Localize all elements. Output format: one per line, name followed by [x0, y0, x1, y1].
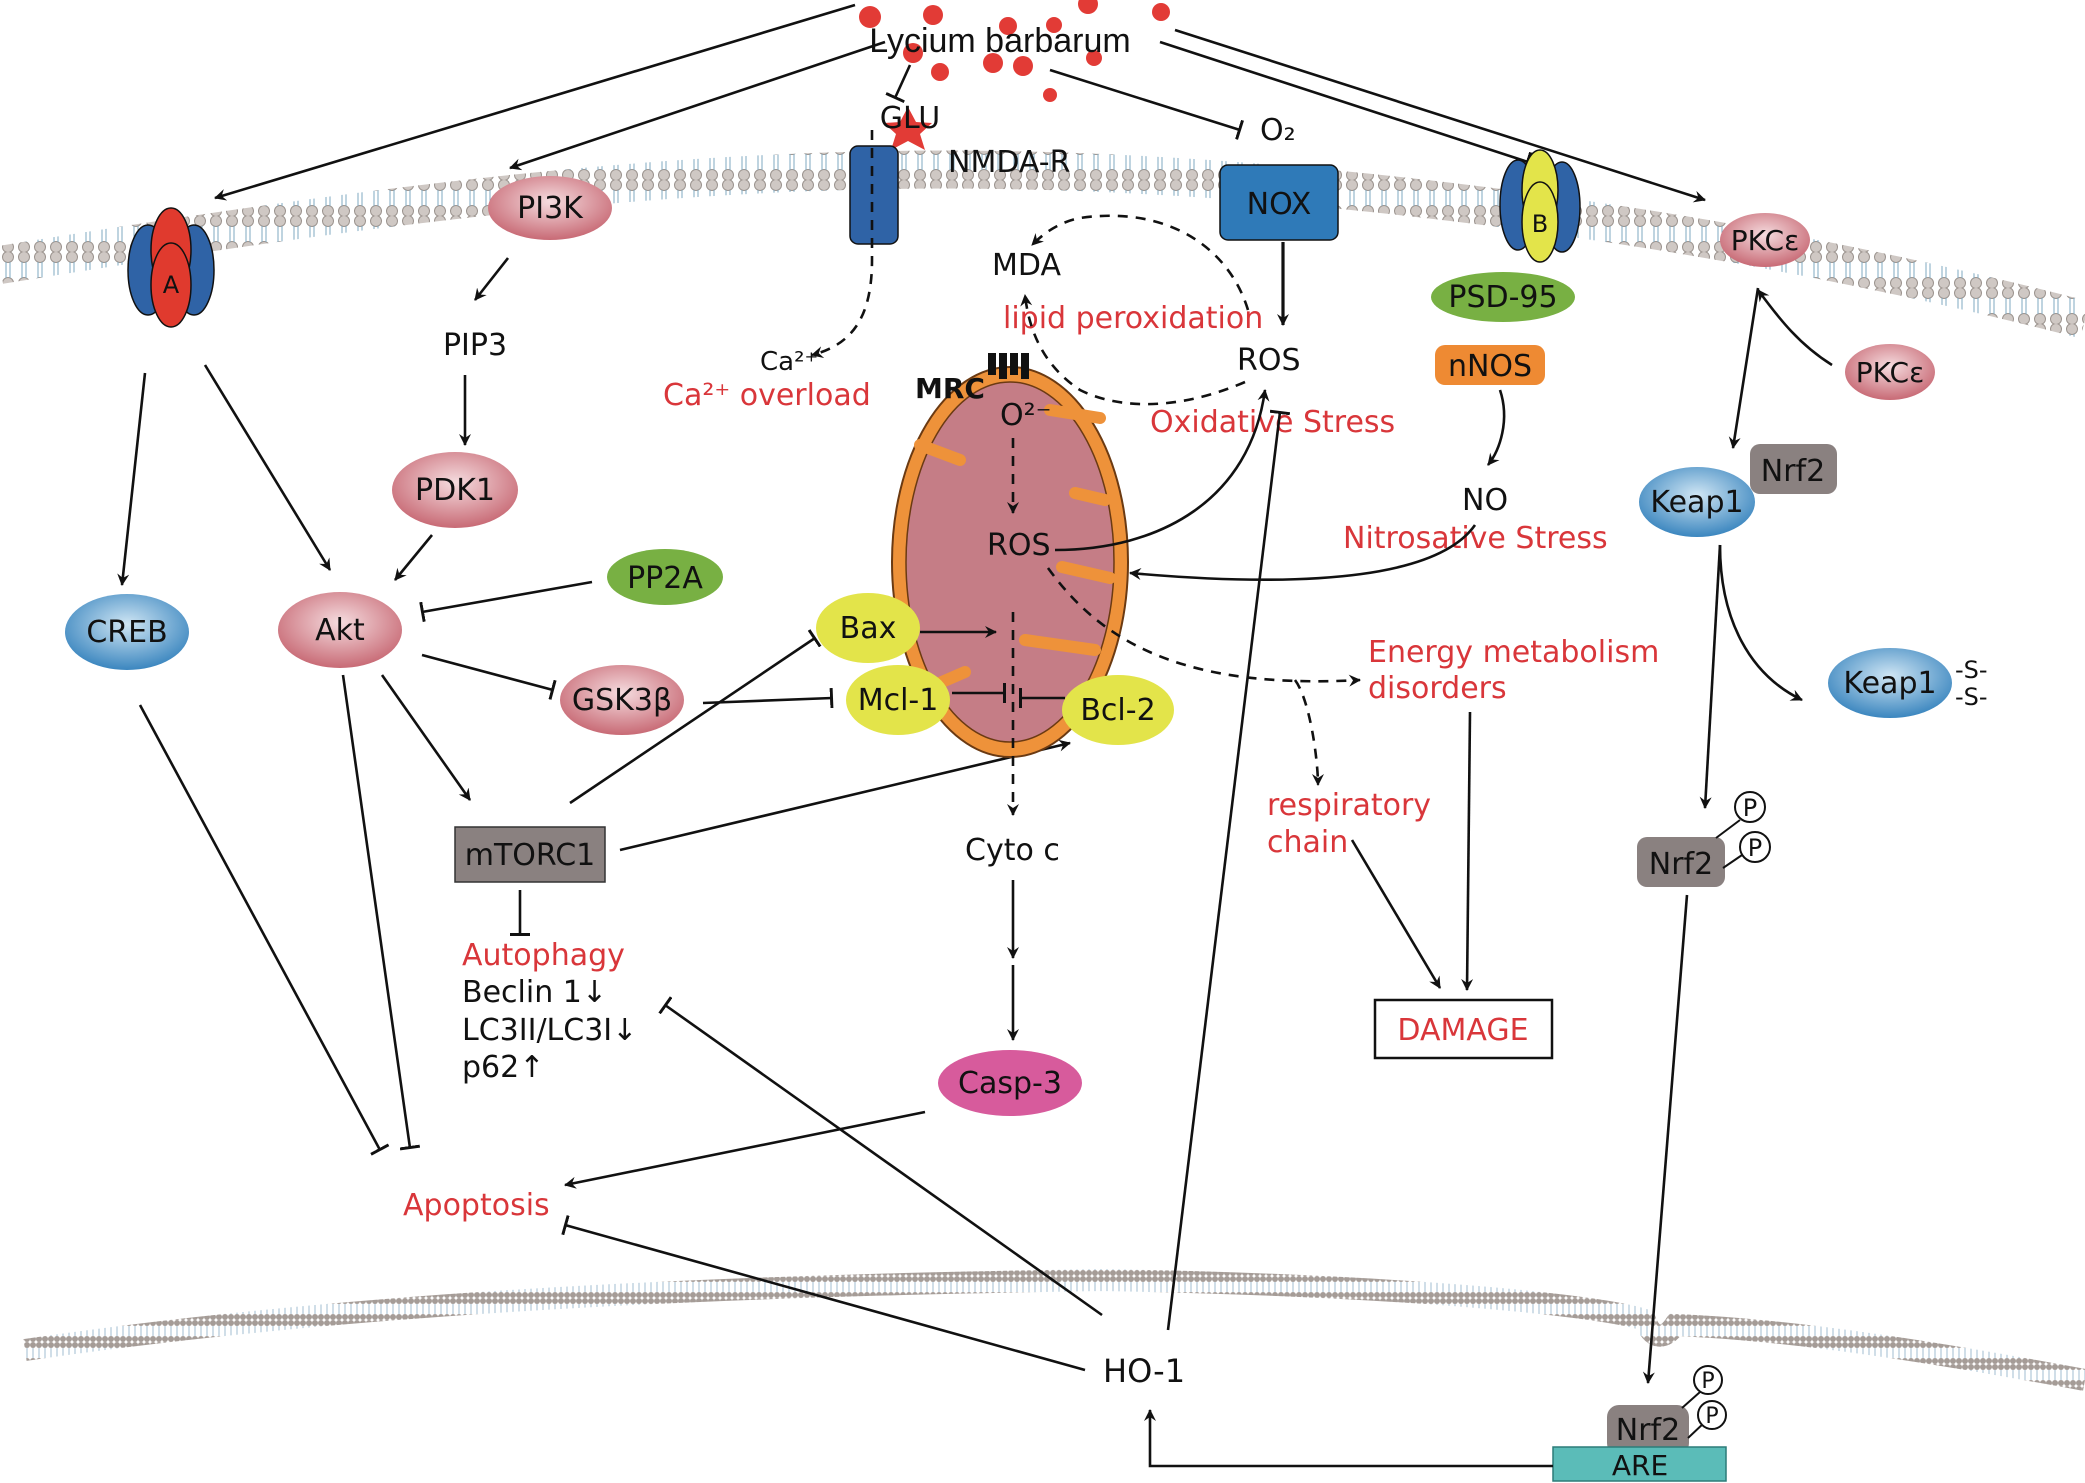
pip3-label: PIP3	[443, 328, 507, 363]
nrf2-bound-box: Nrf2	[1750, 444, 1837, 494]
mda-label: MDA	[992, 248, 1061, 283]
svg-text:CREB: CREB	[86, 615, 167, 650]
akt-node: Akt	[278, 592, 402, 668]
creb-node: CREB	[65, 594, 189, 670]
svg-text:PP2A: PP2A	[627, 561, 703, 596]
mcl1-node: Mcl-1	[846, 665, 950, 735]
p62-label: p62↑	[462, 1050, 544, 1085]
keap1-node: Keap1	[1639, 467, 1755, 537]
svg-text:O²⁻: O²⁻	[1000, 398, 1051, 433]
svg-text:PKCε: PKCε	[1731, 224, 1799, 257]
svg-text:Akt: Akt	[315, 613, 365, 648]
mtorc1-box: mTORC1	[454, 826, 606, 883]
casp3-node: Casp-3	[938, 1050, 1082, 1116]
autophagy-label: Autophagy	[462, 938, 625, 973]
are-box: ARE	[1552, 1446, 1727, 1482]
svg-text:GSK3β: GSK3β	[572, 683, 672, 718]
psd95-node: PSD-95	[1431, 272, 1575, 322]
cytoc-label: Cyto c	[965, 833, 1060, 868]
apoptosis-label: Apoptosis	[403, 1188, 550, 1223]
nrf2-phospho-group: Nrf2 P P	[1637, 791, 1771, 887]
nox-enzyme	[1219, 164, 1339, 241]
nmda-label: NMDA-R	[948, 145, 1070, 180]
oxidative-stress-label: Oxidative Stress	[1150, 405, 1395, 440]
pkce-cytosol-node: PKCε	[1845, 344, 1935, 400]
svg-text:mTORC1: mTORC1	[465, 838, 596, 873]
svg-text:ARE: ARE	[1612, 1449, 1668, 1482]
svg-text:PDK1: PDK1	[415, 473, 495, 508]
svg-text:Nrf2: Nrf2	[1649, 847, 1713, 882]
bcl2-node: Bcl-2	[1062, 675, 1174, 745]
no-label: NO	[1462, 483, 1508, 518]
svg-text:Casp-3: Casp-3	[958, 1066, 1062, 1101]
svg-text:NOX: NOX	[1247, 187, 1312, 222]
svg-text:P: P	[1748, 834, 1762, 862]
ho1-label: HO-1	[1103, 1352, 1185, 1390]
svg-text:PKCε: PKCε	[1856, 356, 1924, 389]
pi3k-node: PI3K	[488, 176, 612, 240]
svg-text:Bcl-2: Bcl-2	[1080, 693, 1155, 728]
svg-text:MRC: MRC	[915, 372, 985, 405]
svg-text:P: P	[1701, 1369, 1714, 1394]
keap1-oxidized-node: Keap1 -S- -S-	[1828, 648, 1988, 718]
pdk1-node: PDK1	[392, 452, 518, 528]
svg-text:Bax: Bax	[840, 611, 897, 646]
lycium-barbarum-label: Lycium barbarum	[869, 22, 1130, 60]
svg-text:PI3K: PI3K	[517, 191, 584, 226]
gsk3b-node: GSK3β	[560, 665, 684, 735]
respiratory-label: respiratory	[1267, 788, 1431, 823]
svg-text:ROS: ROS	[987, 528, 1051, 563]
pkce-membrane-node: PKCε	[1720, 213, 1810, 267]
nnos-box: nNOS	[1435, 345, 1545, 385]
lc3-label: LC3II/LC3I↓	[462, 1013, 637, 1048]
nuclear-membrane	[23, 1268, 2085, 1391]
damage-box: DAMAGE	[1373, 998, 1554, 1060]
svg-text:P: P	[1743, 794, 1757, 822]
svg-text:Nrf2: Nrf2	[1616, 1413, 1680, 1448]
svg-text:GLU: GLU	[880, 101, 940, 136]
ca-label: Ca²⁺	[760, 347, 818, 377]
mrc-complex-icon	[988, 353, 1029, 379]
svg-text:Mcl-1: Mcl-1	[858, 683, 939, 718]
ca-overload-label: Ca²⁺ overload	[663, 378, 871, 413]
lycium-berries	[859, 0, 1170, 102]
beclin-label: Beclin 1↓	[462, 975, 607, 1010]
receptor-b: B	[1499, 149, 1581, 263]
svg-text:B: B	[1532, 210, 1548, 238]
svg-text:Keap1: Keap1	[1843, 666, 1936, 701]
svg-text:Keap1: Keap1	[1650, 485, 1743, 520]
bax-node: Bax	[816, 593, 920, 663]
pp2a-node: PP2A	[607, 549, 723, 605]
lipid-peroxidation-label: lipid peroxidation	[1003, 301, 1263, 336]
glu-star: GLU	[880, 101, 940, 150]
disorders-label: disorders	[1368, 671, 1507, 706]
mitochondrion: MRC O²⁻ ROS	[891, 353, 1129, 758]
nmda-receptor	[849, 145, 899, 245]
energy-metabolism-label: Energy metabolism	[1368, 635, 1659, 670]
svg-text:PSD-95: PSD-95	[1448, 280, 1557, 315]
svg-text:-S-: -S-	[1955, 683, 1988, 711]
svg-text:DAMAGE: DAMAGE	[1397, 1013, 1528, 1048]
svg-text:Nrf2: Nrf2	[1761, 454, 1825, 489]
o2-label: O₂	[1260, 113, 1296, 148]
svg-text:nNOS: nNOS	[1448, 349, 1532, 384]
nitrosative-stress-label: Nitrosative Stress	[1343, 521, 1608, 556]
svg-text:P: P	[1705, 1404, 1718, 1429]
svg-text:-S-: -S-	[1955, 656, 1988, 684]
chain-label: chain	[1267, 825, 1348, 860]
svg-text:A: A	[163, 271, 180, 299]
receptor-a: A	[127, 207, 215, 328]
nrf2-nuclear-group: Nrf2 P P	[1607, 1365, 1727, 1455]
ros-top-label: ROS	[1237, 343, 1301, 378]
